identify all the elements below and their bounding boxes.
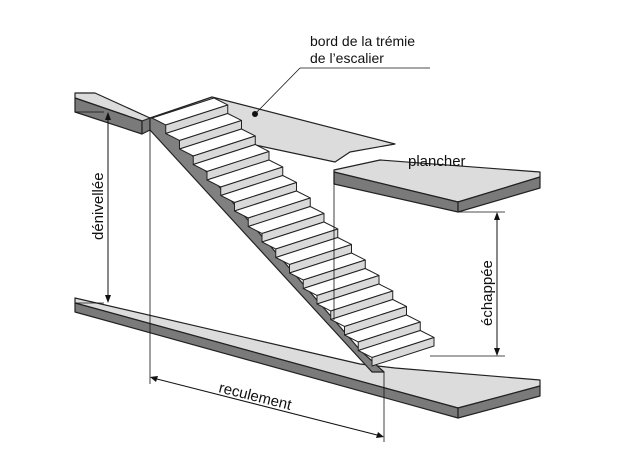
echappee-dimension	[333, 172, 505, 357]
label-echappee: échappée	[479, 260, 496, 326]
lower-slab	[74, 297, 541, 419]
label-reculement: reculement	[217, 379, 294, 414]
lower-slab-side	[457, 385, 541, 419]
stair-steps	[151, 97, 435, 367]
floor-slab-side	[457, 176, 541, 213]
upper-slab-edge	[141, 117, 151, 135]
reculement-dimension	[149, 130, 385, 442]
tremie-leader-dot	[252, 111, 258, 117]
label-denivellee: dénivellée	[90, 172, 107, 240]
denivellee-dimension	[75, 111, 111, 304]
label-tremie-line1: bord de la trémie	[310, 33, 415, 49]
label-plancher: plancher	[408, 153, 466, 170]
label-tremie-line2: de l’escalier	[310, 50, 384, 66]
stair-riser	[371, 336, 435, 367]
lower-slab-top	[74, 297, 541, 409]
tremie-leader-line	[254, 67, 301, 115]
